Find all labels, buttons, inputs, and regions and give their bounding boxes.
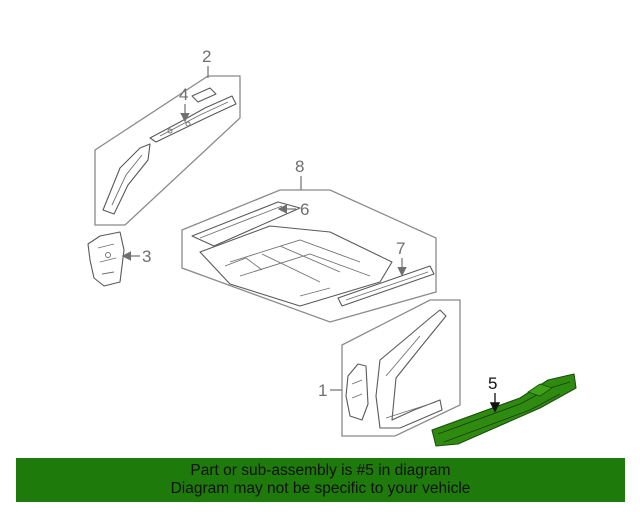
banner-line-2: Diagram may not be specific to your vehi… — [170, 480, 471, 497]
callout-7: 7 — [396, 239, 405, 258]
callout-1: 1 — [318, 381, 327, 400]
info-banner: Part or sub-assembly is #5 in diagram Di… — [16, 458, 625, 502]
callout-6: 6 — [300, 200, 309, 219]
banner-line-1: Part or sub-assembly is #5 in diagram — [190, 462, 451, 479]
parts-diagram: 2 4 3 8 6 7 1 5 — [87, 47, 577, 447]
pillar-group-2 — [94, 75, 241, 226]
callout-3: 3 — [142, 247, 151, 266]
callout-4: 4 — [179, 85, 188, 104]
callout-5: 5 — [488, 374, 497, 393]
rocker-panel-part-5 — [431, 373, 577, 447]
callout-2: 2 — [202, 47, 211, 66]
floor-group-8 — [181, 189, 437, 323]
bracket-part-3 — [87, 231, 125, 287]
pillar-group-1 — [341, 299, 461, 437]
callout-8: 8 — [295, 157, 304, 176]
